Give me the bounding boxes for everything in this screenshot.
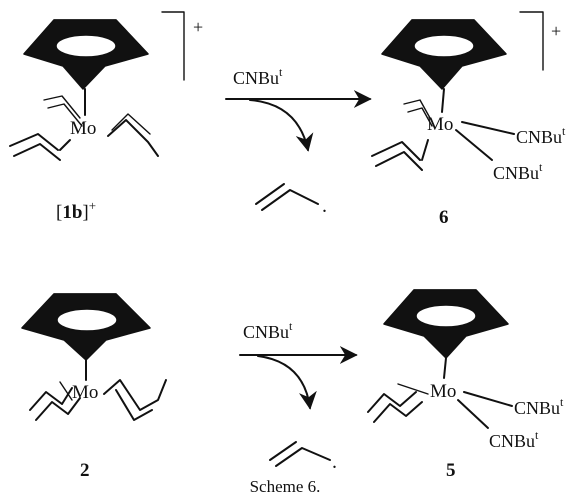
ligand-cnbu-2-product-5: CNBut [489,428,539,451]
label-reactant-1b: [1b]+ [56,198,96,223]
metal-product-6: Mo [427,114,453,135]
ligand-cnbu-2-product-6: CNBut [493,160,543,183]
allyl-product-5 [367,383,429,423]
scheme-caption: Scheme 6. [250,477,321,496]
charge-product: + [551,21,561,41]
reagent-bottom: CNBut [243,319,293,342]
propene-byproduct-bottom: . [269,441,337,473]
propene-byproduct-top: . [255,183,327,217]
ligand-cnbu-1-product-6: CNBut [516,124,566,147]
allyl-right-reactant-2 [103,379,167,421]
charge-reactant: + [193,17,203,37]
product-6: + Mo CNBut CNBut [371,11,566,183]
cp-ring-product-5 [383,289,509,359]
allyl-right-reactant-1b [107,113,159,157]
allyl-left-reactant-1b [9,95,83,161]
label-product-5: 5 [446,460,456,481]
metal-product-5: Mo [430,381,456,402]
cp-ring-reactant-2 [21,293,151,361]
label-reactant-2: 2 [80,460,90,481]
product-5: Mo CNBut CNBut [367,289,564,451]
svg-text:.: . [322,195,327,217]
ligand-cnbu-1-product-5: CNBut [514,395,564,418]
reactant-1b: + Mo [9,11,203,161]
label-product-6: 6 [439,207,449,228]
metal-reactant-2: Mo [72,382,98,403]
allyl-product-6 [371,99,433,171]
cp-ring-reactant-1b [23,19,149,90]
reactant-2: Mo [21,293,167,421]
elimination-arrow-top [249,99,314,152]
cp-ring-product-6 [381,19,507,90]
reagent-top: CNBut [233,65,283,88]
allyl-left-reactant-2 [29,381,81,421]
metal-reactant-1b: Mo [70,118,96,139]
elimination-arrow-bottom [257,355,317,410]
svg-text:.: . [332,451,337,473]
